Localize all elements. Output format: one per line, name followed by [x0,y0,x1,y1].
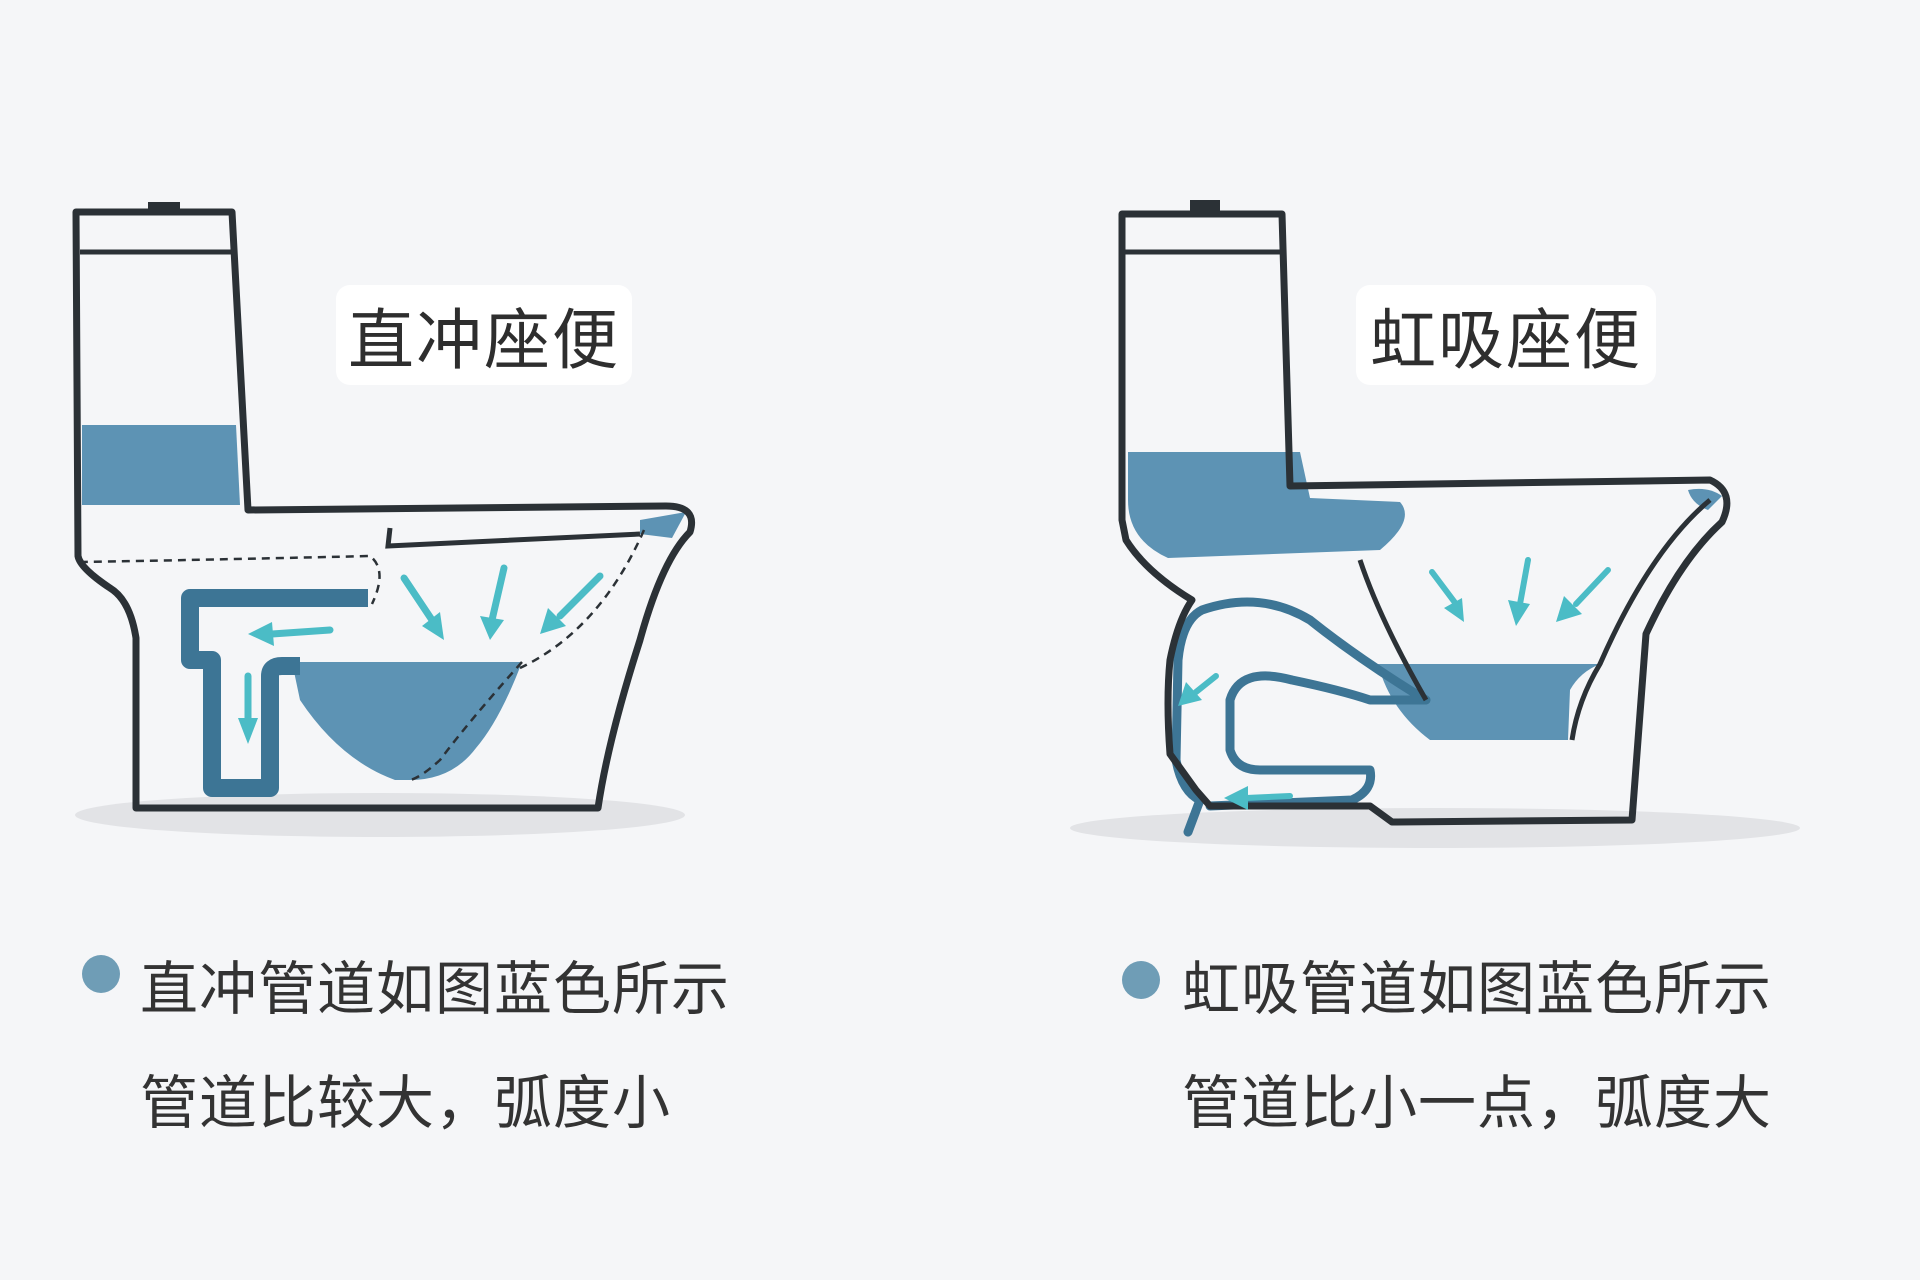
diagram-title: 虹吸座便 [1356,285,1656,385]
tank-water [1128,452,1405,558]
bowl-water [1378,664,1600,740]
floor-shadow [75,793,685,837]
seat-line [385,527,641,549]
flow-arrows [238,564,604,744]
description-line-1: 虹吸管道如图蓝色所示 [1182,955,1773,1023]
tank-water [82,425,240,505]
tank-button [1190,200,1220,214]
toilet-outline [1118,210,1731,826]
flow-arrows [1178,557,1611,810]
description-line-1: 直冲管道如图蓝色所示 [140,955,731,1023]
description: 虹吸管道如图蓝色所示 管道比小一点，弧度大 [1182,932,1772,1160]
description-line-2: 管道比小一点，弧度大 [1182,1069,1773,1137]
bowl-inner [1357,498,1712,741]
tank-button [148,202,180,214]
bullet-dot [1122,961,1160,999]
straight-flush-panel: 直冲座便 直冲管道如图蓝色所示 管道比较大，弧度小 [72,202,730,1160]
straight-flush-toilet-diagram [72,202,695,837]
siphon-pipe [1171,597,1431,837]
rim-water [640,512,686,538]
dashed-channel [79,529,646,782]
siphon-toilet-diagram [1070,200,1800,848]
siphon-panel: 虹吸座便 虹吸管道如图蓝色所示 管道比小一点，弧度大 [960,0,1920,1280]
diagram-title: 直冲座便 [336,285,632,385]
bullet-dot [82,955,120,993]
description: 直冲管道如图蓝色所示 管道比较大，弧度小 [140,932,730,1160]
flush-pipe [181,589,368,797]
toilet-outline [72,208,695,812]
description-line-2: 管道比较大，弧度小 [140,1069,672,1137]
rim-water [1688,488,1722,510]
bowl-water [292,662,522,780]
floor-shadow [1070,808,1800,848]
